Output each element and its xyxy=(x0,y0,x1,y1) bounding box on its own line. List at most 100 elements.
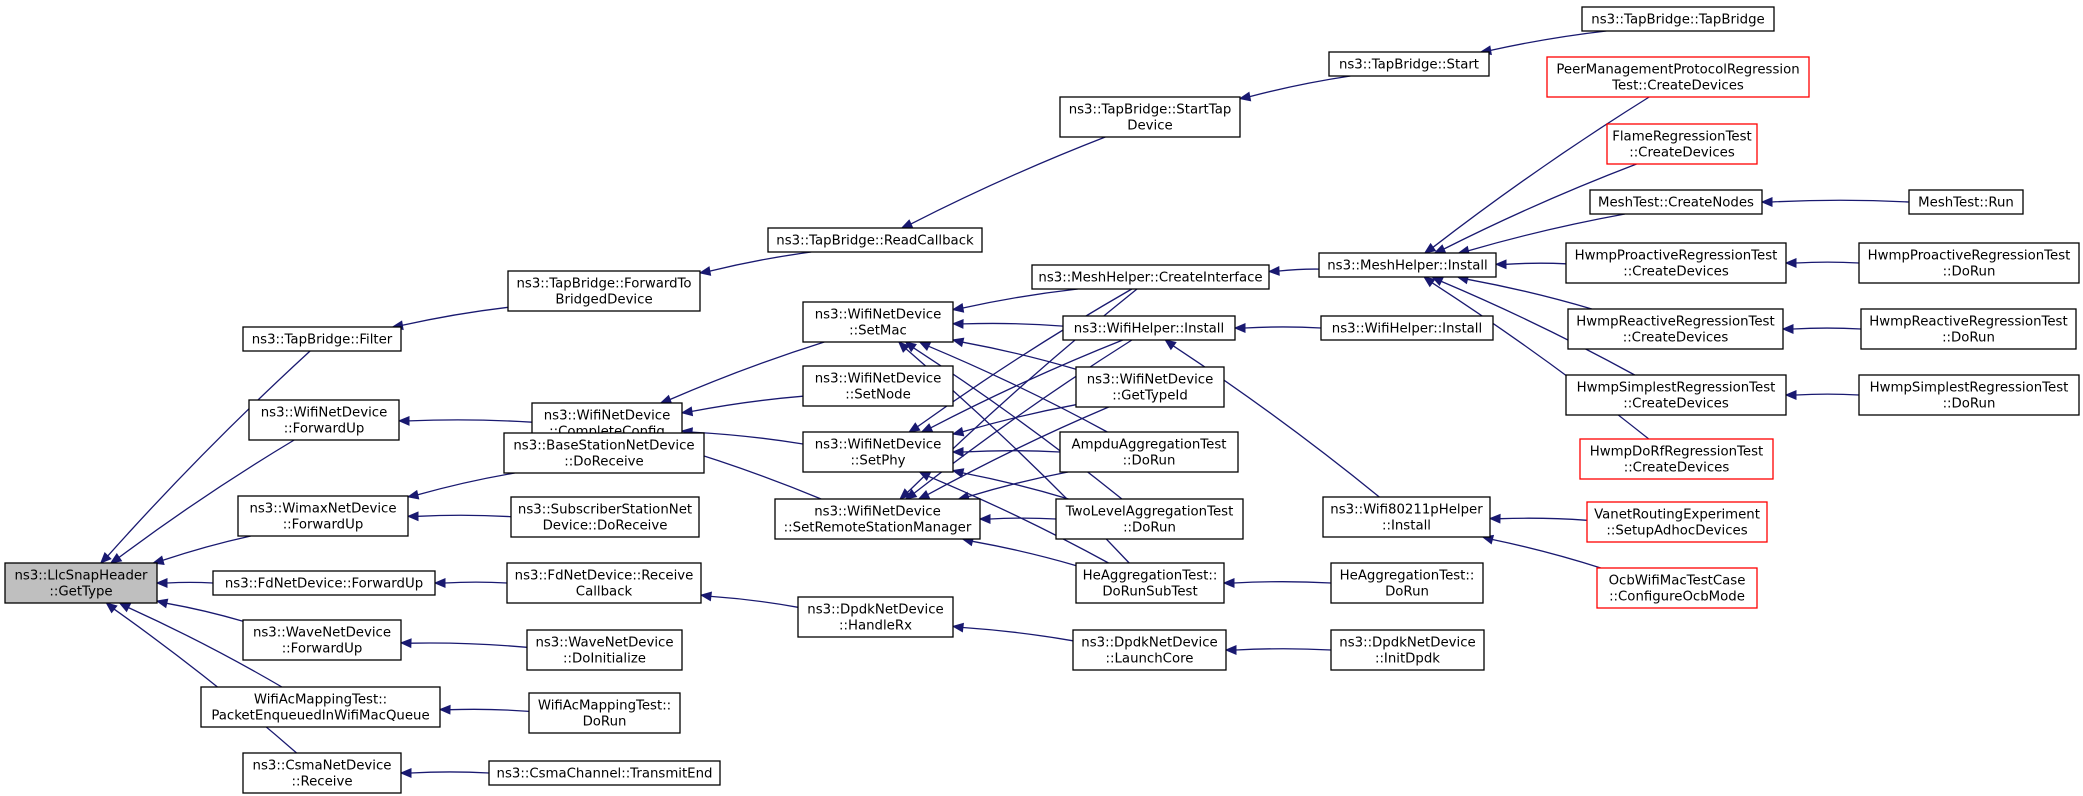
edge-line xyxy=(1505,262,1567,265)
node-box xyxy=(1062,315,1236,341)
edge-arrowhead xyxy=(1784,390,1797,400)
node-label-line: ::CreateDevices xyxy=(1623,331,1729,346)
node-label-line: ns3::TapBridge::Start xyxy=(1339,58,1479,73)
edge-line xyxy=(118,439,295,558)
edge-arrowhead xyxy=(397,415,410,426)
edge-arrowhead xyxy=(1164,339,1177,351)
edge-csmaRecv-to-llc xyxy=(105,602,298,754)
edge-line xyxy=(962,472,1069,500)
node-waveDoInit[interactable]: ns3::WaveNetDevice::DoInitialize xyxy=(526,629,683,671)
node-wifiHelperInstall2[interactable]: ns3::WifiHelper::Install xyxy=(1320,315,1494,341)
node-vanetSetup[interactable]: VanetRoutingExperiment::SetupAdhocDevice… xyxy=(1586,501,1768,543)
node-label-line: DoRun xyxy=(1385,585,1429,600)
edge-arrowhead xyxy=(406,511,419,522)
node-label-line: ns3::BaseStationNetDevice xyxy=(513,439,694,454)
node-acmapDoRun[interactable]: WifiAcMappingTest::DoRun xyxy=(528,692,681,734)
node-wifiSetMac[interactable]: ns3::WifiNetDevice::SetMac xyxy=(802,301,954,343)
node-wimaxFwd[interactable]: ns3::WimaxNetDevice::ForwardUp xyxy=(237,495,409,537)
edge-tbfilter-to-llc xyxy=(99,350,311,564)
node-dpdkHandleRx[interactable]: ns3::DpdkNetDevice::HandleRx xyxy=(797,596,954,638)
edge-line xyxy=(402,306,509,326)
edge-line xyxy=(962,404,1077,433)
node-hwmpDoRfCreate[interactable]: HwmpDoRfRegressionTest::CreateDevices xyxy=(1579,438,1774,480)
node-hwmpSimCreate[interactable]: HwmpSimplestRegressionTest::CreateDevice… xyxy=(1565,374,1787,416)
edge-arrowhead xyxy=(1784,258,1797,268)
node-meshCreateIf[interactable]: ns3::MeshHelper::CreateInterface xyxy=(1031,264,1270,290)
node-wifiSetPhy[interactable]: ns3::WifiNetDevice::SetPhy xyxy=(802,431,954,473)
node-wifiHelperInstall[interactable]: ns3::WifiHelper::Install xyxy=(1062,315,1236,341)
edge-csmaTxEnd-to-csmaRecv xyxy=(399,768,490,778)
node-box xyxy=(1072,629,1227,671)
edge-fdFwd-to-llc xyxy=(155,578,214,588)
edge-arrowhead xyxy=(1224,645,1237,655)
node-ssDoRecv[interactable]: ns3::SubscriberStationNetDevice::DoRecei… xyxy=(510,496,700,538)
node-pmpCreate[interactable]: PeerManagementProtocolRegressionTest::Cr… xyxy=(1546,56,1810,98)
edge-line xyxy=(166,581,214,584)
node-meshInstall[interactable]: ns3::MeshHelper::Install xyxy=(1318,252,1497,278)
node-label-line: ns3::CsmaNetDevice xyxy=(253,759,392,774)
node-dpdkInit[interactable]: ns3::DpdkNetDevice::InitDpdk xyxy=(1330,629,1485,671)
node-meshCreateNodes[interactable]: MeshTest::CreateNodes xyxy=(1589,189,1763,215)
node-label-line: ns3::TapBridge::ReadCallback xyxy=(776,234,974,249)
node-csmaTxEnd[interactable]: ns3::CsmaChannel::TransmitEnd xyxy=(488,760,721,786)
node-waveFwd[interactable]: ns3::WaveNetDevice::ForwardUp xyxy=(242,619,402,661)
node-hwmpProCreate[interactable]: HwmpProactiveRegressionTest::CreateDevic… xyxy=(1565,242,1787,284)
node-twoLevelDoRun[interactable]: TwoLevelAggregationTest::DoRun xyxy=(1055,498,1244,540)
node-tbTapBridge[interactable]: ns3::TapBridge::TapBridge xyxy=(1581,6,1775,32)
edge-line xyxy=(162,535,251,561)
node-ocbConfig[interactable]: OcbWifiMacTestCase::ConfigureOcbMode xyxy=(1596,567,1758,609)
edge-line xyxy=(930,339,1124,429)
edge-tbReadCb-to-tbFwdBridged xyxy=(698,251,812,276)
node-heDoRun[interactable]: HeAggregationTest::DoRun xyxy=(1330,562,1484,604)
edge-line xyxy=(128,607,283,688)
node-flameCreate[interactable]: FlameRegressionTest::CreateDevices xyxy=(1606,123,1758,165)
node-box xyxy=(200,686,441,728)
node-meshRun[interactable]: MeshTest::Run xyxy=(1908,189,2024,215)
node-dpdkLaunchCore[interactable]: ns3::DpdkNetDevice::LaunchCore xyxy=(1072,629,1227,671)
edge-arrowhead xyxy=(1781,324,1794,334)
node-label-line: ns3::DpdkNetDevice xyxy=(1081,636,1217,651)
node-wifi80211p[interactable]: ns3::Wifi80211pHelper::Install xyxy=(1322,496,1491,538)
node-llc[interactable]: ns3::LlcSnapHeader::GetType xyxy=(4,562,158,604)
edge-arrowhead xyxy=(1233,323,1246,333)
node-label-line: MeshTest::CreateNodes xyxy=(1598,196,1754,211)
node-hwmpReDoRun[interactable]: HwmpReactiveRegressionTest::DoRun xyxy=(1860,308,2077,350)
node-tbReadCb[interactable]: ns3::TapBridge::ReadCallback xyxy=(767,227,983,253)
edge-wimaxFwd-to-llc xyxy=(151,535,251,565)
edge-line xyxy=(1492,538,1601,569)
node-box xyxy=(526,629,683,671)
edge-arrowhead xyxy=(1267,266,1280,276)
node-ampduDoRun[interactable]: AmpduAggregationTest::DoRun xyxy=(1059,431,1239,473)
edge-line xyxy=(1499,517,1588,521)
node-box xyxy=(212,570,436,596)
node-box xyxy=(1031,264,1270,290)
node-label-line: PacketEnqueuedInWifiMacQueue xyxy=(211,709,429,724)
edge-arrowhead xyxy=(920,423,934,433)
node-hwmpSimDoRun[interactable]: HwmpSimplestRegressionTest::DoRun xyxy=(1858,374,2080,416)
edge-line xyxy=(1233,581,1332,584)
node-label-line: ns3::LlcSnapHeader xyxy=(14,569,148,584)
node-wifiFwd[interactable]: ns3::WifiNetDevice::ForwardUp xyxy=(248,399,400,441)
node-tbStart[interactable]: ns3::TapBridge::Start xyxy=(1328,51,1490,77)
node-hwmpProDoRun[interactable]: HwmpProactiveRegressionTest::DoRun xyxy=(1858,242,2080,284)
node-fdFwd[interactable]: ns3::FdNetDevice::ForwardUp xyxy=(212,570,436,596)
edge-wifiSetMac-to-wifiCompleteCfg xyxy=(659,341,825,404)
node-bsDoRecv[interactable]: ns3::BaseStationNetDevice::DoReceive xyxy=(503,432,705,474)
node-box xyxy=(503,432,705,474)
node-acmapEnq[interactable]: WifiAcMappingTest::PacketEnqueuedInWifiM… xyxy=(200,686,441,728)
node-heDoRunSub[interactable]: HeAggregationTest::DoRunSubTest xyxy=(1075,562,1225,604)
node-label-line: WifiAcMappingTest:: xyxy=(538,699,671,714)
edge-arrowhead xyxy=(1433,244,1447,254)
node-wifiSetRsm[interactable]: ns3::WifiNetDevice::SetRemoteStationMana… xyxy=(774,498,981,540)
edge-line xyxy=(1795,393,1860,396)
node-label-line: ns3::TapBridge::ForwardTo xyxy=(516,277,691,292)
node-wifiGetTypeId[interactable]: ns3::WifiNetDevice::GetTypeId xyxy=(1075,366,1225,408)
node-hwmpReCreate[interactable]: HwmpReactiveRegressionTest::CreateDevice… xyxy=(1567,308,1784,350)
node-label-line: ns3::TapBridge::Filter xyxy=(252,333,393,348)
node-csmaRecv[interactable]: ns3::CsmaNetDevice::Receive xyxy=(242,752,402,794)
node-tbfilter[interactable]: ns3::TapBridge::Filter xyxy=(242,326,402,352)
node-wifiSetNode[interactable]: ns3::WifiNetDevice::SetNode xyxy=(802,365,954,407)
